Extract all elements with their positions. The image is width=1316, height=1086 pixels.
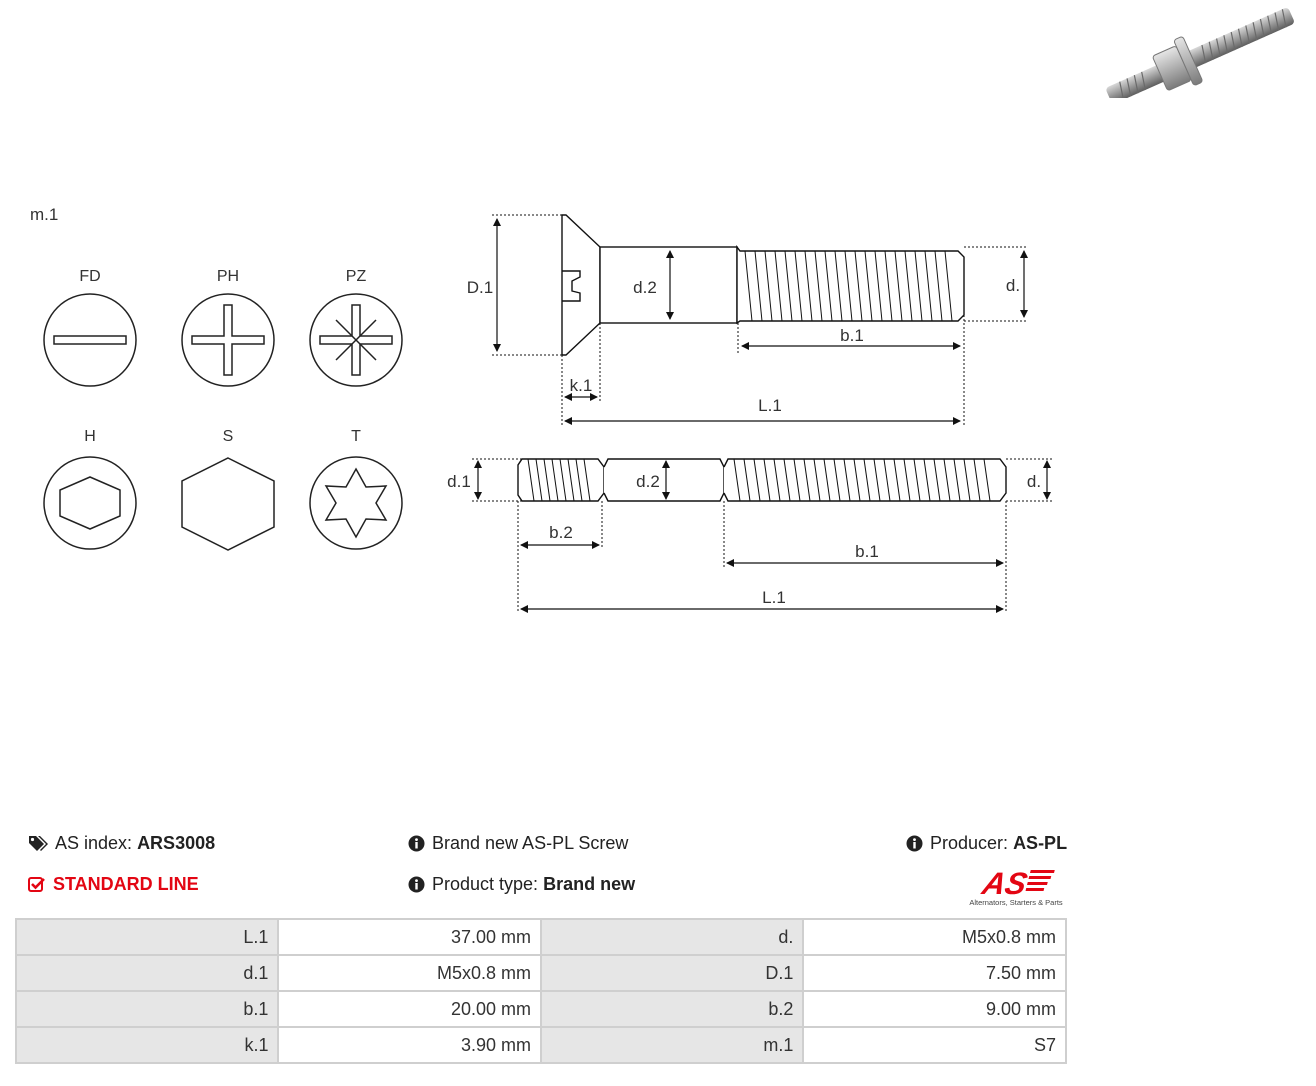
tag-icon <box>29 836 48 851</box>
as-index-label: AS index: <box>55 833 133 853</box>
product-line-text: STANDARD LINE <box>53 874 199 894</box>
dim-label-b1: b.1 <box>840 326 864 345</box>
dim-label-d2: d.2 <box>633 278 657 297</box>
logo-text: AS <box>978 866 1031 900</box>
phillips-drive-icon <box>181 293 275 387</box>
dim-label-stud-L1: L.1 <box>762 588 786 607</box>
product-type-label: Product type: <box>432 874 539 894</box>
drive-type-symbols: FD PH PZ H S T <box>43 268 403 551</box>
flat-drive-icon <box>43 293 137 387</box>
spec-value: M5x0.8 mm <box>277 954 542 992</box>
product-type-value: Brand new <box>543 874 636 894</box>
spec-value: 9.00 mm <box>802 990 1067 1028</box>
producer-label: Producer: <box>930 833 1009 853</box>
product-description: Brand new AS-PL Screw <box>408 833 628 854</box>
dim-label-D1: D.1 <box>467 278 493 297</box>
spec-label: b.1 <box>14 990 280 1028</box>
dim-label-stud-b2: b.2 <box>549 523 573 542</box>
logo-tagline: Alternators, Starters & Parts <box>969 898 1063 907</box>
as-logo: AS Alternators, Starters & Parts <box>969 866 1063 907</box>
product-type: Product type: Brand new <box>408 874 635 895</box>
dim-label-stud-d: d. <box>1027 472 1041 491</box>
dim-label-stud-d1: d.1 <box>447 472 471 491</box>
spec-label: b.2 <box>539 990 805 1028</box>
drive-label-ph: PH <box>217 268 239 285</box>
info-icon <box>408 835 425 852</box>
table-row: d.1 M5x0.8 mm D.1 7.50 mm <box>14 954 1067 992</box>
drive-section-title: m.1 <box>30 205 59 224</box>
as-index-value: ARS3008 <box>137 833 216 853</box>
checkbox-icon <box>28 877 45 892</box>
spec-label: k.1 <box>14 1026 280 1064</box>
drive-label-fd: FD <box>79 268 100 285</box>
spec-value: M5x0.8 mm <box>802 918 1067 956</box>
info-icon <box>906 835 923 852</box>
dim-label-d: d. <box>1006 276 1020 295</box>
spec-label: m.1 <box>539 1026 805 1064</box>
info-icon <box>408 876 425 893</box>
dim-label-stud-d2: d.2 <box>636 472 660 491</box>
table-row: b.1 20.00 mm b.2 9.00 mm <box>14 990 1067 1028</box>
dim-label-k1: k.1 <box>570 376 593 395</box>
spec-label: d. <box>539 918 805 956</box>
table-row: k.1 3.90 mm m.1 S7 <box>14 1026 1067 1064</box>
spec-value: 7.50 mm <box>802 954 1067 992</box>
drive-label-h: H <box>84 428 96 445</box>
as-index: AS index: ARS3008 <box>28 833 215 854</box>
producer: Producer: AS-PL <box>906 833 1067 854</box>
hex-socket-drive-icon <box>43 456 137 550</box>
torx-drive-icon <box>309 456 403 550</box>
drive-label-t: T <box>351 428 361 445</box>
spec-table: L.1 37.00 mm d. M5x0.8 mm d.1 M5x0.8 mm … <box>14 918 1067 1064</box>
dim-label-L1: L.1 <box>758 396 782 415</box>
description-text: Brand new AS-PL Screw <box>432 833 629 853</box>
stud-bolt-drawing <box>517 458 1007 502</box>
spec-value: 20.00 mm <box>277 990 542 1028</box>
spec-value: 3.90 mm <box>277 1026 542 1064</box>
hex-head-drive-icon <box>181 457 275 551</box>
product-photo <box>1086 6 1308 104</box>
producer-value: AS-PL <box>1013 833 1068 853</box>
spec-label: D.1 <box>539 954 805 992</box>
product-line: STANDARD LINE <box>28 874 199 895</box>
spec-value: 37.00 mm <box>277 918 542 956</box>
pozidriv-drive-icon <box>309 293 403 387</box>
table-row: L.1 37.00 mm d. M5x0.8 mm <box>14 918 1067 956</box>
spec-label: L.1 <box>14 918 280 956</box>
spec-label: d.1 <box>14 954 280 992</box>
drive-label-pz: PZ <box>346 268 367 285</box>
countersunk-screw-drawing <box>561 214 965 356</box>
screw-dimension-diagram: D.1 d.2 d. b.1 k.1 L.1 d.1 d.2 d. b.2 b.… <box>447 214 1052 613</box>
spec-value: S7 <box>802 1026 1067 1064</box>
dim-label-stud-b1: b.1 <box>855 542 879 561</box>
drive-label-s: S <box>223 428 234 445</box>
